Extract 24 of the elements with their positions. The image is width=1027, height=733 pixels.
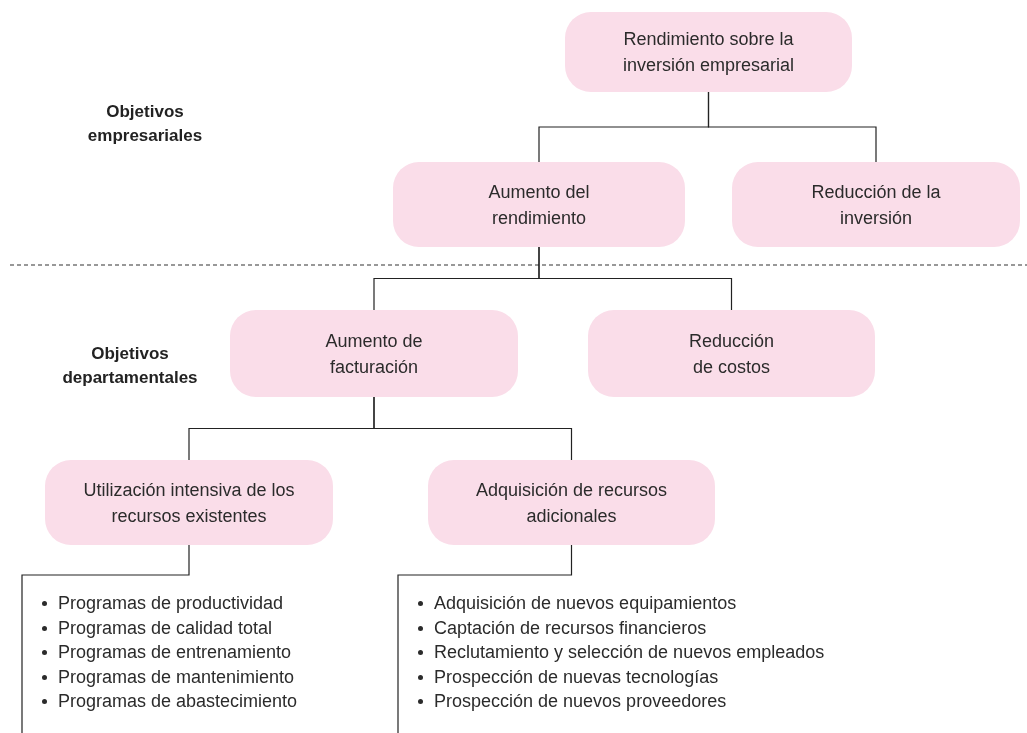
connector-line [397,544,573,733]
objective-box: Reducción de costos [588,310,875,397]
objective-box: Reducción de la inversión [732,162,1020,247]
objective-box: Aumento del rendimiento [393,162,685,247]
connector-line [373,396,573,461]
objective-box: Utilización intensiva de los recursos existentes [45,460,333,545]
list-item: Captación de recursos financieros [434,616,707,640]
list-item: Programas de mantenimiento [58,665,295,689]
list-item: Reclutamiento y selección de nuevos empleados [434,641,825,664]
level-label: Objetivos departamentales [61,343,199,389]
level-label: Objetivos empresariales [86,101,204,147]
objective-box: Adquisición de recursos adicionales [428,460,715,545]
list-item: Programas de calidad total [58,616,273,640]
list-item: Prospección de nuevos proveedores [434,690,727,713]
list-item: Programas de abastecimiento [58,690,298,713]
connector-line [21,544,190,733]
list-item: Adquisición de nuevos equipamientos [434,592,737,615]
list-item: Programas de productividad [58,592,284,615]
objective-box: Rendimiento sobre la inversión empresarial [565,12,852,92]
list-item: Programas de entrenamiento [58,641,292,664]
connector-line [707,91,877,163]
objective-box: Aumento de facturación [230,310,518,397]
list-item: Prospección de nuevas tecnologías [434,665,719,689]
connector-line [538,246,733,311]
